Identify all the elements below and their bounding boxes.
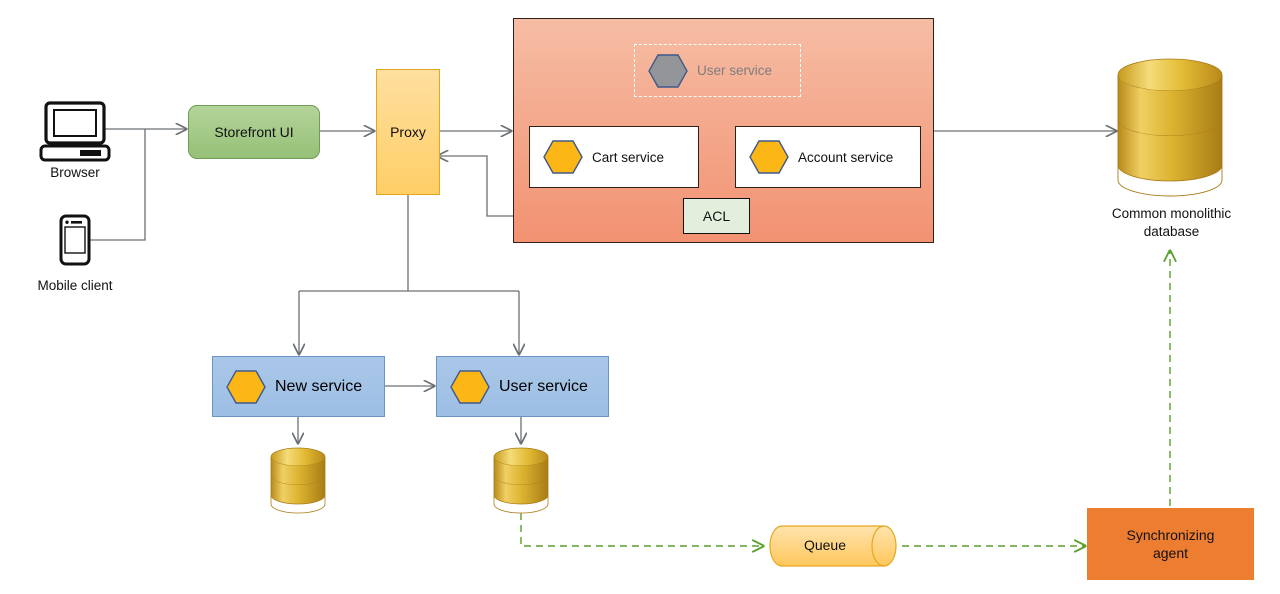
- acl-node[interactable]: ACL: [683, 198, 750, 234]
- browser-label: Browser: [50, 165, 100, 180]
- queue-cylinder-icon: [769, 525, 897, 567]
- hexagon-icon: [543, 140, 583, 174]
- hexagon-icon: [648, 53, 688, 88]
- hexagon-icon: [450, 369, 490, 404]
- hexagon-icon: [226, 369, 266, 404]
- new-service-label: New service: [275, 377, 363, 395]
- proxy-node[interactable]: Proxy: [376, 69, 440, 195]
- user-service-label: User service: [499, 377, 588, 395]
- storefront-ui-node[interactable]: Storefront UI: [188, 105, 320, 159]
- cart-service-node[interactable]: Cart service: [529, 126, 699, 188]
- sync-agent-label-line1: Synchronizing: [1126, 527, 1215, 543]
- account-service-node[interactable]: Account service: [735, 126, 921, 188]
- common-database-label: Common monolithic database: [1090, 205, 1253, 241]
- sync-agent-label-line2: agent: [1152, 545, 1189, 561]
- queue-label: Queue: [803, 537, 847, 553]
- synchronizing-agent-node[interactable]: Synchronizing agent: [1087, 508, 1254, 580]
- common-database-label-line1: Common monolithic: [1111, 206, 1232, 221]
- user-service-node[interactable]: User service: [436, 356, 609, 417]
- account-service-label: Account service: [798, 149, 894, 165]
- common-database-icon: [1117, 58, 1223, 197]
- mobile-client-label: Mobile client: [37, 278, 113, 293]
- user-service-database-icon: [493, 447, 549, 514]
- proxy-label: Proxy: [390, 124, 426, 140]
- new-service-database-icon: [270, 447, 326, 514]
- cart-service-label: Cart service: [592, 149, 665, 165]
- common-database-label-line2: database: [1143, 224, 1200, 239]
- hexagon-icon: [749, 140, 789, 174]
- acl-label: ACL: [702, 208, 731, 224]
- desktop-computer-icon: [39, 101, 111, 162]
- storefront-ui-label: Storefront UI: [214, 124, 294, 140]
- ghost-user-service-label: User service: [697, 63, 773, 78]
- new-service-node[interactable]: New service: [212, 356, 385, 417]
- mobile-phone-icon: [59, 214, 91, 266]
- monolith-user-service-ghost[interactable]: User service: [634, 44, 801, 97]
